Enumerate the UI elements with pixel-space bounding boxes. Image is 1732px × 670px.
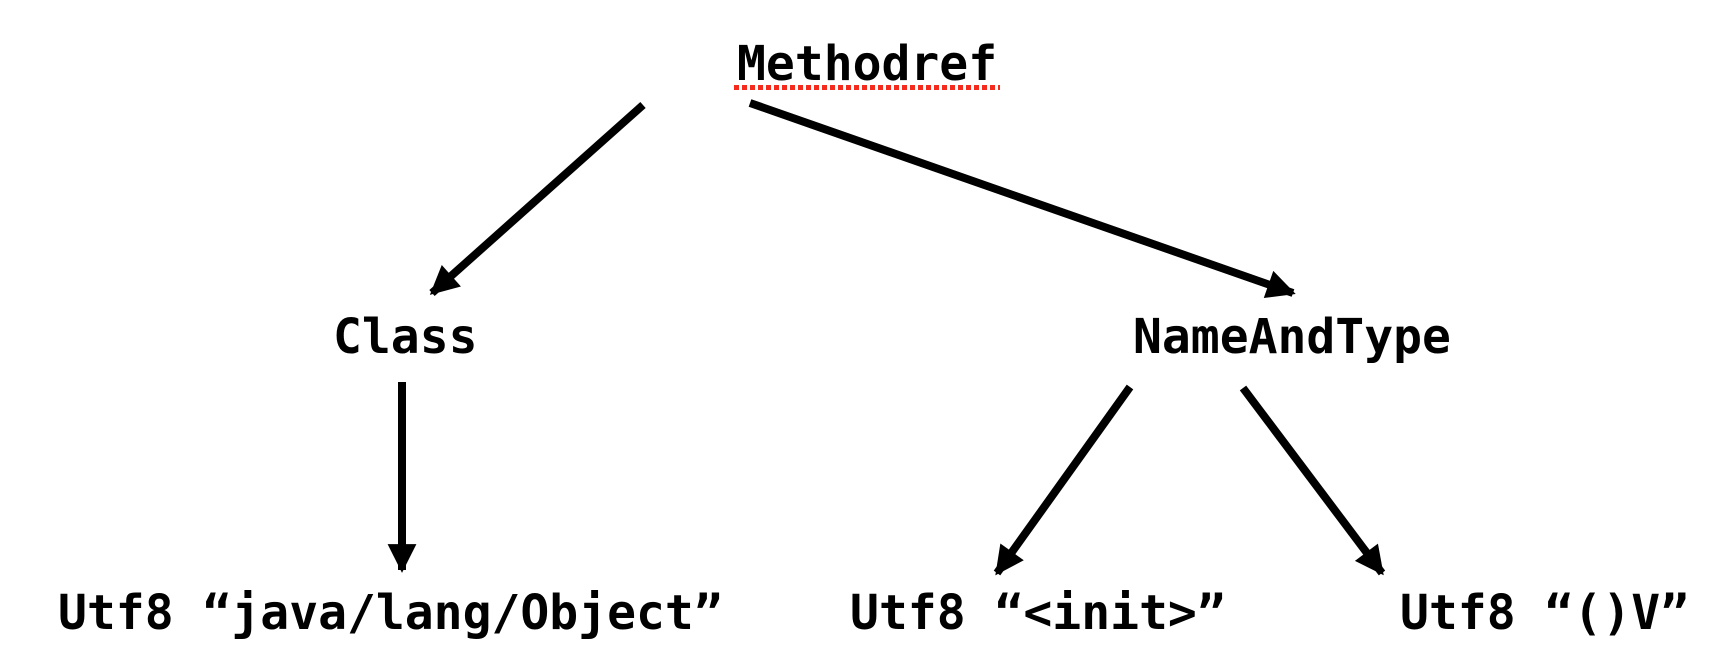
node-nameandtype: NameAndType bbox=[1133, 309, 1451, 365]
edge-nameandtype-to-utf8-method-name-arrow bbox=[993, 384, 1134, 576]
node-methodref: Methodref bbox=[737, 36, 998, 92]
edge-methodref-to-nameandtype-arrow bbox=[748, 99, 1296, 299]
node-utf8-method-name: Utf8 “<init>” bbox=[850, 585, 1226, 641]
edge-nameandtype-to-utf8-descriptor-arrow bbox=[1239, 385, 1386, 576]
node-utf8-descriptor: Utf8 “()V” bbox=[1400, 585, 1689, 641]
spellcheck-underline bbox=[734, 85, 1000, 90]
node-utf8-class-name: Utf8 “java/lang/Object” bbox=[58, 585, 723, 641]
edge-methodref-to-class-arrow bbox=[429, 102, 646, 296]
node-class: Class bbox=[333, 309, 478, 365]
